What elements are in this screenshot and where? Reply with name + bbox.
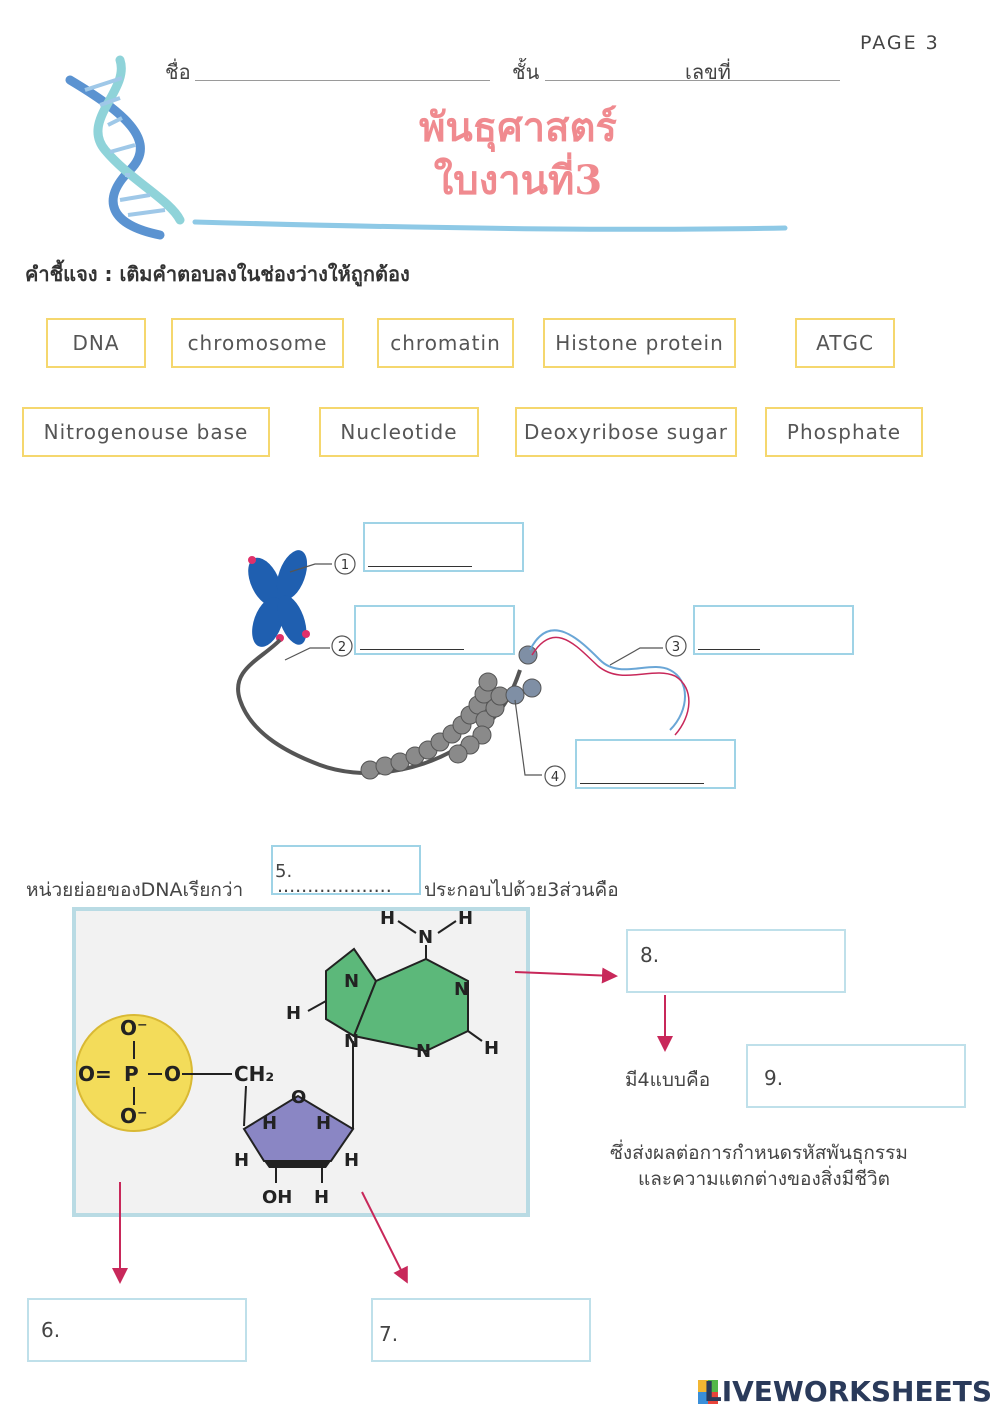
nh2-h-left: H: [380, 911, 395, 929]
answer-box-8[interactable]: 8.: [626, 929, 846, 993]
note-line-2: และความแตกต่างของสิ่งมีชีวิต: [638, 1168, 891, 1190]
phosphate-o-left: O=: [78, 1062, 112, 1086]
liveworksheets-logo-icon: [698, 1380, 718, 1404]
answer-line-1: [368, 566, 472, 567]
brand-wordmark: LIVEWORKSHEETS: [703, 1375, 992, 1408]
word-atgc[interactable]: ATGC: [795, 318, 895, 368]
number-label: เลขที่: [685, 60, 731, 84]
answer-box-7[interactable]: 7.: [371, 1298, 591, 1362]
sugar-h-1: H: [262, 1113, 277, 1134]
sugar-h-2: H: [316, 1113, 331, 1134]
title-underline-brush: [192, 219, 788, 232]
ring-o-label: O: [291, 1087, 306, 1108]
nucleotide-molecule: O⁻ O= P O O⁻ CH₂ O H H H H OH H N N N N …: [76, 911, 499, 1208]
chromosome-diagram: 1 2 3 4: [236, 550, 690, 787]
nh2-n-label: N: [418, 927, 433, 948]
answer-box-1[interactable]: [363, 522, 524, 572]
sentence-suffix: ประกอบไปด้วย3ส่วนคือ: [424, 879, 619, 901]
page-label: PAGE 3: [860, 32, 940, 54]
word-dna[interactable]: DNA: [46, 318, 146, 368]
name-label: ชื่อ: [165, 60, 191, 84]
answer-box-6[interactable]: 6.: [27, 1298, 247, 1362]
class-label: ชั้น: [512, 60, 540, 84]
answer-box-2[interactable]: [354, 605, 515, 655]
answer-box-4[interactable]: [575, 739, 736, 789]
answer-line-2: [360, 649, 464, 650]
base-n-3: N: [454, 979, 469, 1000]
phosphate-o-right: O: [164, 1062, 181, 1086]
phosphate-o-bottom: O⁻: [120, 1104, 148, 1128]
sugar-h-4: H: [344, 1150, 359, 1171]
base-n-2: N: [344, 1031, 359, 1052]
base-h-left: H: [286, 1003, 301, 1024]
answer-box-3[interactable]: [693, 605, 854, 655]
base-n-1: N: [344, 971, 359, 992]
word-histone-protein[interactable]: Histone protein: [543, 318, 736, 368]
sugar-h-bottom: H: [314, 1187, 329, 1208]
phosphate-p: P: [124, 1062, 139, 1086]
instruction-text: คำชี้แจง : เติมคำตอบลงในช่องว่างให้ถูกต้…: [25, 262, 410, 286]
word-nucleotide[interactable]: Nucleotide: [319, 407, 479, 457]
sentence-prefix: หน่วยย่อยของDNAเรียกว่า: [26, 879, 244, 901]
name-line[interactable]: [195, 80, 490, 81]
callout-3: 3: [672, 640, 680, 655]
dna-helix-icon: [65, 55, 185, 240]
word-chromosome[interactable]: chromosome: [171, 318, 344, 368]
word-nitrogenouse-base[interactable]: Nitrogenouse base: [22, 407, 270, 457]
phosphate-o-top: O⁻: [120, 1016, 148, 1040]
word-deoxyribose-sugar[interactable]: Deoxyribose sugar: [515, 407, 737, 457]
callout-1: 1: [341, 558, 349, 573]
ch2-label: CH₂: [234, 1062, 274, 1086]
sugar-h-3: H: [234, 1150, 249, 1171]
word-phosphate[interactable]: Phosphate: [765, 407, 923, 457]
base-h-right: H: [484, 1038, 499, 1059]
page-title: พันธุศาสตร์: [419, 104, 617, 151]
note-line-1: ซึ่งส่งผลต่อการกำหนดรหัสพันธุกรรม: [610, 1142, 908, 1164]
four-types-label: มี4แบบคือ: [625, 1069, 711, 1091]
answer-line-3: [698, 649, 760, 650]
class-line[interactable]: [545, 80, 840, 81]
answer-box-5[interactable]: 5.: [271, 845, 421, 895]
callout-2: 2: [338, 640, 346, 655]
answer-line-4: [580, 783, 704, 784]
callout-4: 4: [551, 770, 559, 785]
word-chromatin[interactable]: chromatin: [377, 318, 514, 368]
sentence-dots: ...................: [277, 875, 392, 897]
page-subtitle: ใบงานที่3: [433, 157, 603, 204]
nh2-h-right: H: [458, 911, 473, 929]
base-n-4: N: [416, 1041, 431, 1062]
answer-box-9[interactable]: 9.: [746, 1044, 966, 1108]
oh-label: OH: [262, 1187, 292, 1208]
